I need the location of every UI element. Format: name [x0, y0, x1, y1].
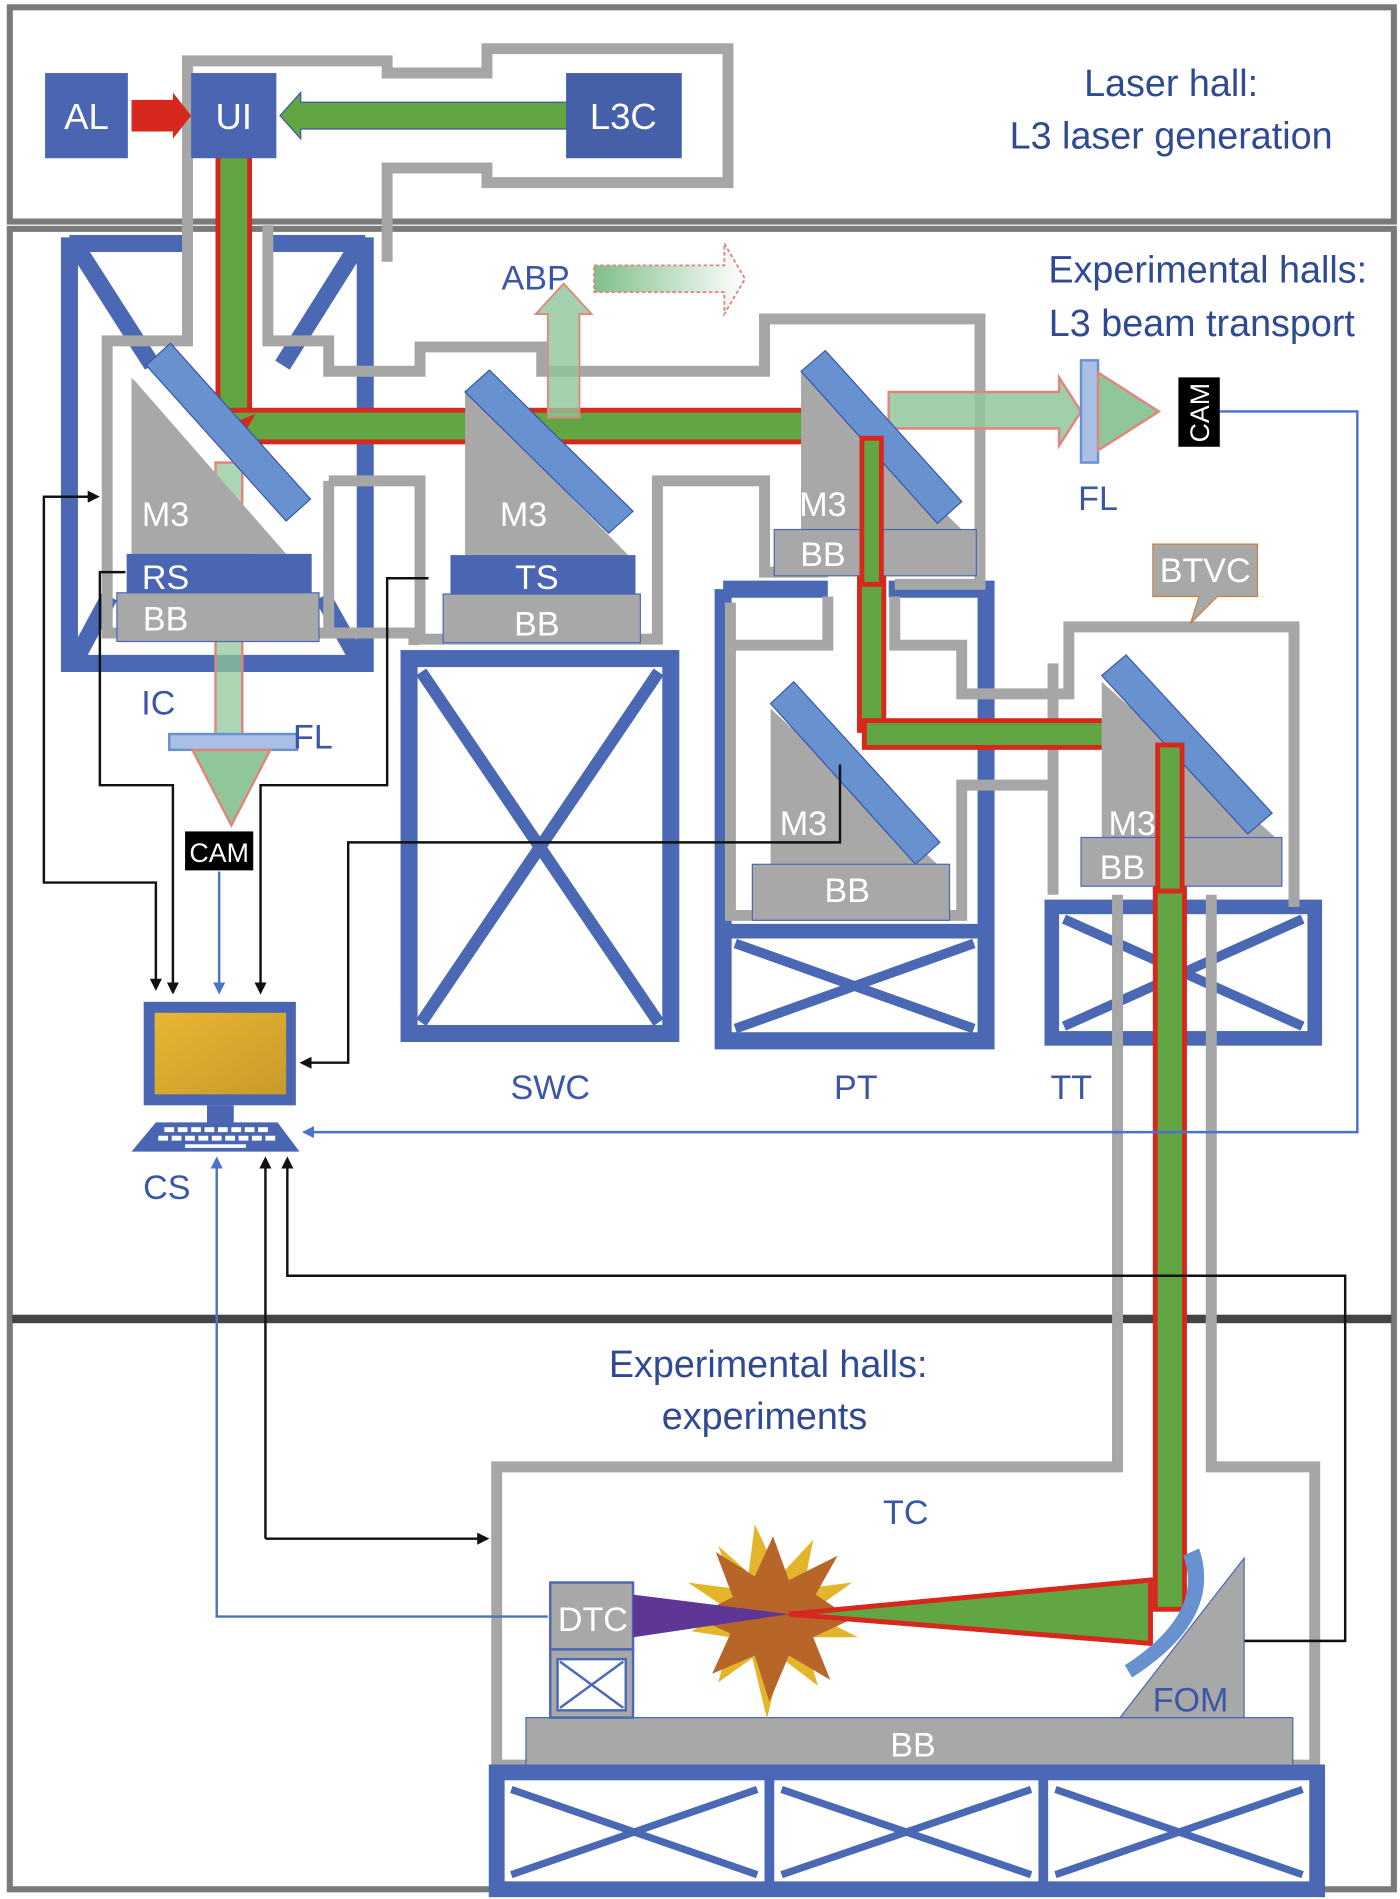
label-swc: SWC	[511, 1069, 591, 1107]
abp-branch	[533, 240, 747, 419]
monitor-screen	[154, 1012, 287, 1095]
label-m3-5: M3	[1108, 805, 1155, 843]
label-ic: IC	[141, 685, 175, 723]
label-fom: FOM	[1153, 1682, 1229, 1720]
transport-hall-title-1: Experimental halls:	[1048, 248, 1367, 290]
label-ui: UI	[216, 96, 253, 137]
bb-main-plate	[525, 1717, 1294, 1767]
hall-divider	[12, 1314, 1392, 1324]
label-al: AL	[64, 96, 109, 137]
label-pt: PT	[834, 1069, 878, 1107]
laser-hall-border	[6, 4, 1397, 225]
label-dtc: DTC	[558, 1601, 628, 1639]
label-cs: CS	[143, 1169, 190, 1207]
l3c-to-ui-arrow	[279, 90, 571, 141]
label-tc: TC	[883, 1494, 928, 1532]
laser-hall-walls	[182, 43, 734, 280]
label-m3-1: M3	[142, 496, 189, 534]
main-beam	[131, 90, 1187, 1647]
fom-mirror	[1124, 1548, 1205, 1678]
control-wiring	[42, 410, 1359, 1648]
label-cam-left: CAM	[189, 838, 248, 868]
label-cam-right: CAM	[1185, 383, 1215, 442]
cam-left-box	[185, 831, 254, 871]
fom-mount	[1118, 1556, 1245, 1719]
btvc-callout	[1152, 543, 1259, 624]
experiment-hall-title-2: experiments	[662, 1395, 867, 1437]
label-bb-2: BB	[514, 605, 559, 643]
label-bb-3: BB	[800, 536, 845, 574]
labels: AL UI L3C Laser hall: L3 laser generatio…	[64, 62, 1367, 1764]
label-bb-4: BB	[825, 872, 870, 910]
label-ts: TS	[515, 559, 559, 597]
label-fl-left: FL	[293, 719, 333, 757]
right-diagnostic-branch	[887, 359, 1162, 464]
label-m3-4: M3	[780, 805, 827, 843]
label-m3-2: M3	[500, 496, 547, 534]
label-m3-3: M3	[799, 486, 846, 524]
label-bb-5: BB	[1100, 849, 1145, 887]
control-station-computer	[131, 1001, 300, 1152]
experiment-hall-title-1: Experimental halls:	[609, 1343, 928, 1385]
label-abp: ABP	[502, 260, 570, 298]
label-tt: TT	[1050, 1069, 1092, 1107]
laser-hall-components	[45, 73, 682, 159]
label-btvc: BTVC	[1160, 552, 1251, 590]
transport-hall-title-2: L3 beam transport	[1049, 302, 1356, 344]
mirror-mounts	[116, 342, 1283, 921]
label-bb-1: BB	[143, 601, 188, 639]
label-rs: RS	[142, 559, 189, 597]
laser-hall-title-2: L3 laser generation	[1010, 115, 1333, 157]
target-chamber	[488, 1524, 1326, 1898]
l3c-box	[566, 73, 682, 159]
al-box	[45, 73, 128, 159]
ui-box	[191, 73, 277, 159]
cam-right-box	[1178, 377, 1220, 447]
dtc-box	[549, 1581, 635, 1651]
fl-left-lens	[168, 732, 299, 752]
swc-frame	[400, 650, 680, 1043]
label-l3c: L3C	[590, 96, 657, 137]
fl-right-lens	[1079, 359, 1100, 464]
tc-base-frame	[488, 1764, 1326, 1898]
label-fl-right: FL	[1078, 480, 1118, 518]
al-to-ui-arrow	[131, 92, 192, 139]
label-bb-main: BB	[890, 1727, 935, 1765]
laser-hall-title-1: Laser hall:	[1084, 62, 1258, 104]
